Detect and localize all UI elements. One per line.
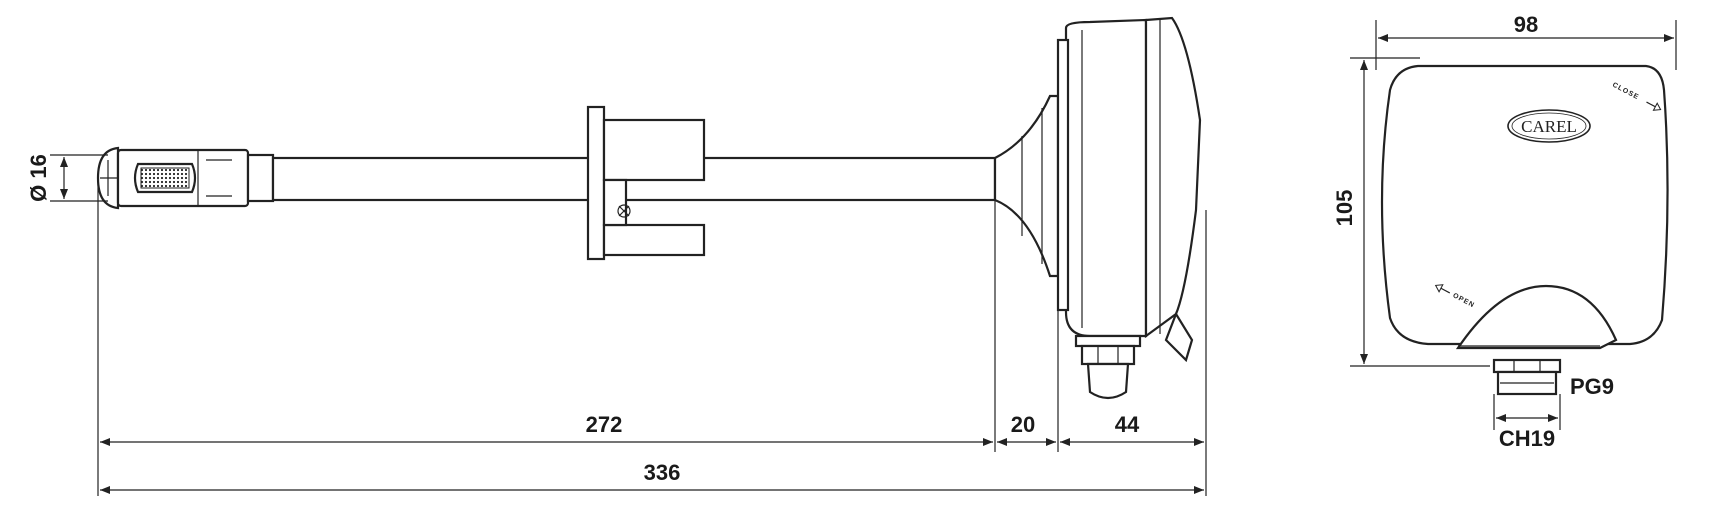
dim-total-length-label: 336 (644, 460, 681, 485)
mounting-flange (586, 105, 706, 261)
dim-total-length: 336 (100, 460, 1204, 494)
dim-cone-label: 20 (1011, 412, 1035, 437)
cone-transition (993, 94, 1060, 278)
sensor-head (116, 148, 275, 208)
dim-height: 105 (1332, 60, 1368, 364)
gland-label: PG9 (1570, 374, 1614, 399)
front-extension-lines (1350, 20, 1677, 430)
dim-wrench: CH19 (1496, 414, 1558, 451)
dim-housing-depth-label: 44 (1115, 412, 1140, 437)
front-view: CAREL CLOSE OPEN (1332, 12, 1677, 451)
wrench-label: CH19 (1499, 426, 1555, 451)
dim-cone: 20 (997, 412, 1056, 446)
dim-diameter-label: Ø 16 (26, 154, 51, 202)
side-view: Ø 16 272 20 44 336 (26, 16, 1207, 496)
cable-gland-side (1074, 334, 1142, 400)
probe-tip (96, 146, 130, 210)
carel-logo: CAREL (1507, 109, 1591, 143)
dim-probe-length: 272 (100, 412, 993, 446)
logo-text: CAREL (1521, 117, 1577, 136)
dim-width-label: 98 (1514, 12, 1538, 37)
housing-front (1380, 64, 1669, 350)
extension-lines (97, 180, 1207, 496)
dim-width: 98 (1378, 12, 1674, 42)
dim-diameter: Ø 16 (26, 154, 108, 202)
dim-housing-depth: 44 (1060, 412, 1204, 446)
cable-gland-front (1492, 358, 1562, 396)
housing-side (1056, 16, 1202, 363)
dim-height-label: 105 (1332, 190, 1357, 227)
dim-probe-length-label: 272 (586, 412, 623, 437)
